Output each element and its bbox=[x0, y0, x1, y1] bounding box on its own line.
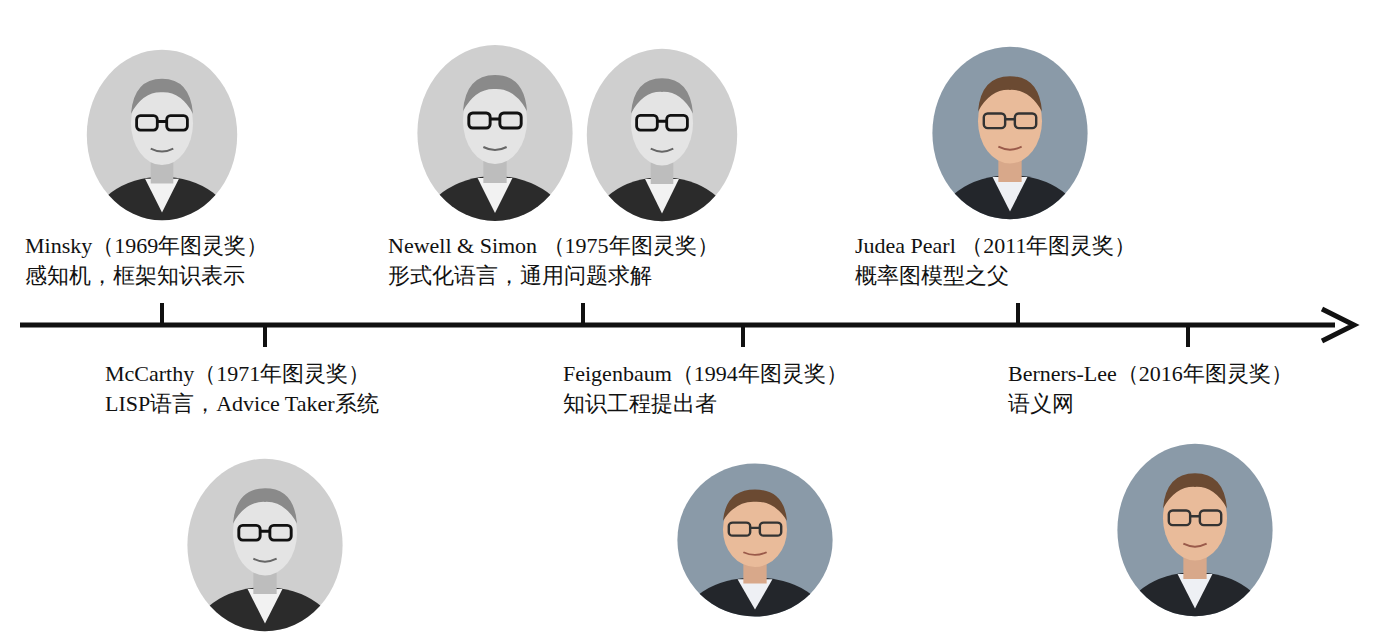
year-heading: McCarthy（1971年图灵奖） bbox=[105, 360, 370, 388]
contribution-text: 知识工程提出者 bbox=[563, 390, 717, 418]
timeline-axis bbox=[20, 323, 1335, 328]
contribution-text: 形式化语言，通用问题求解 bbox=[388, 262, 652, 290]
year-heading: Feigenbaum（1994年图灵奖） bbox=[563, 360, 848, 388]
timeline-ticks bbox=[162, 303, 1188, 347]
year-heading: Minsky（1969年图灵奖） bbox=[25, 232, 268, 260]
contribution-text: 语义网 bbox=[1008, 390, 1074, 418]
year-heading: Berners-Lee（2016年图灵奖） bbox=[1008, 360, 1293, 388]
contribution-text: 感知机，框架知识表示 bbox=[25, 262, 245, 290]
contribution-text: 概率图模型之父 bbox=[855, 262, 1009, 290]
contribution-text: LISP语言，Advice Taker系统 bbox=[105, 390, 379, 418]
portrait-photo bbox=[1108, 437, 1283, 641]
year-heading: Newell & Simon （1975年图灵奖） bbox=[388, 232, 719, 260]
year-heading: Judea Pearl （2011年图灵奖） bbox=[855, 232, 1136, 260]
portrait-photo bbox=[668, 457, 843, 641]
portrait-photo bbox=[178, 452, 353, 641]
axis-arrowhead bbox=[1322, 309, 1354, 341]
